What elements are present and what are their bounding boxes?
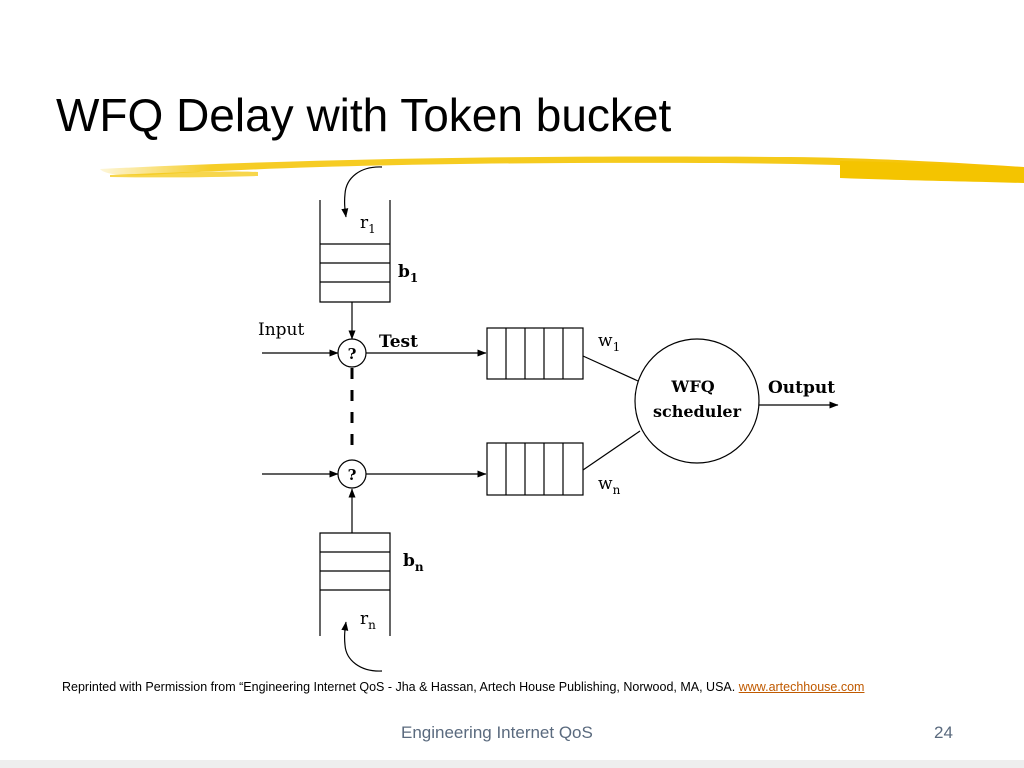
token-bucket-bottom: [319, 532, 391, 636]
token-bucket-top: [319, 200, 391, 303]
rate-label-bottom: rn: [360, 609, 376, 632]
scheduler-label-line1: WFQ: [670, 377, 714, 396]
output-label: Output: [768, 378, 835, 398]
queue-top: [486, 327, 584, 380]
rate-label-top: r1: [360, 213, 376, 236]
token-arrival-arrow-bottom: [341, 621, 383, 672]
test-symbol-bottom: ?: [348, 466, 357, 484]
footer-title: Engineering Internet QoS: [401, 723, 593, 742]
bucket-label-bottom: bn: [403, 551, 424, 574]
credit-text: Reprinted with Permission from “Engineer…: [62, 680, 739, 694]
weight-label-bottom: wn: [598, 474, 621, 497]
artechhouse-link[interactable]: www.artechhouse.com: [738, 680, 865, 694]
slide-title: WFQ Delay with Token bucket: [56, 89, 672, 141]
scheduler-label-line2: scheduler: [653, 402, 742, 421]
input-label: Input: [258, 320, 304, 340]
queue-to-scheduler-line-bottom: [582, 430, 641, 471]
bucket-label-top: b1: [398, 262, 418, 285]
weight-label-top: w1: [598, 331, 620, 354]
test-label: Test: [379, 332, 418, 352]
permission-credit: Reprinted with Permission from “Engineer…: [62, 680, 1022, 694]
title-underline-brushstroke: [100, 156, 1024, 183]
page-number: 24: [934, 723, 953, 742]
queue-bottom: [486, 442, 584, 496]
wfq-scheduler-circle: [634, 338, 760, 464]
queue-to-scheduler-line-top: [582, 355, 639, 382]
bottom-shade-bar: [0, 760, 1024, 768]
token-arrival-arrow-top: [341, 166, 383, 218]
wfq-token-bucket-diagram: r1 b1 ? Input Test w1 WFQ scheduler Outp…: [258, 166, 839, 672]
test-symbol-top: ?: [348, 345, 357, 363]
